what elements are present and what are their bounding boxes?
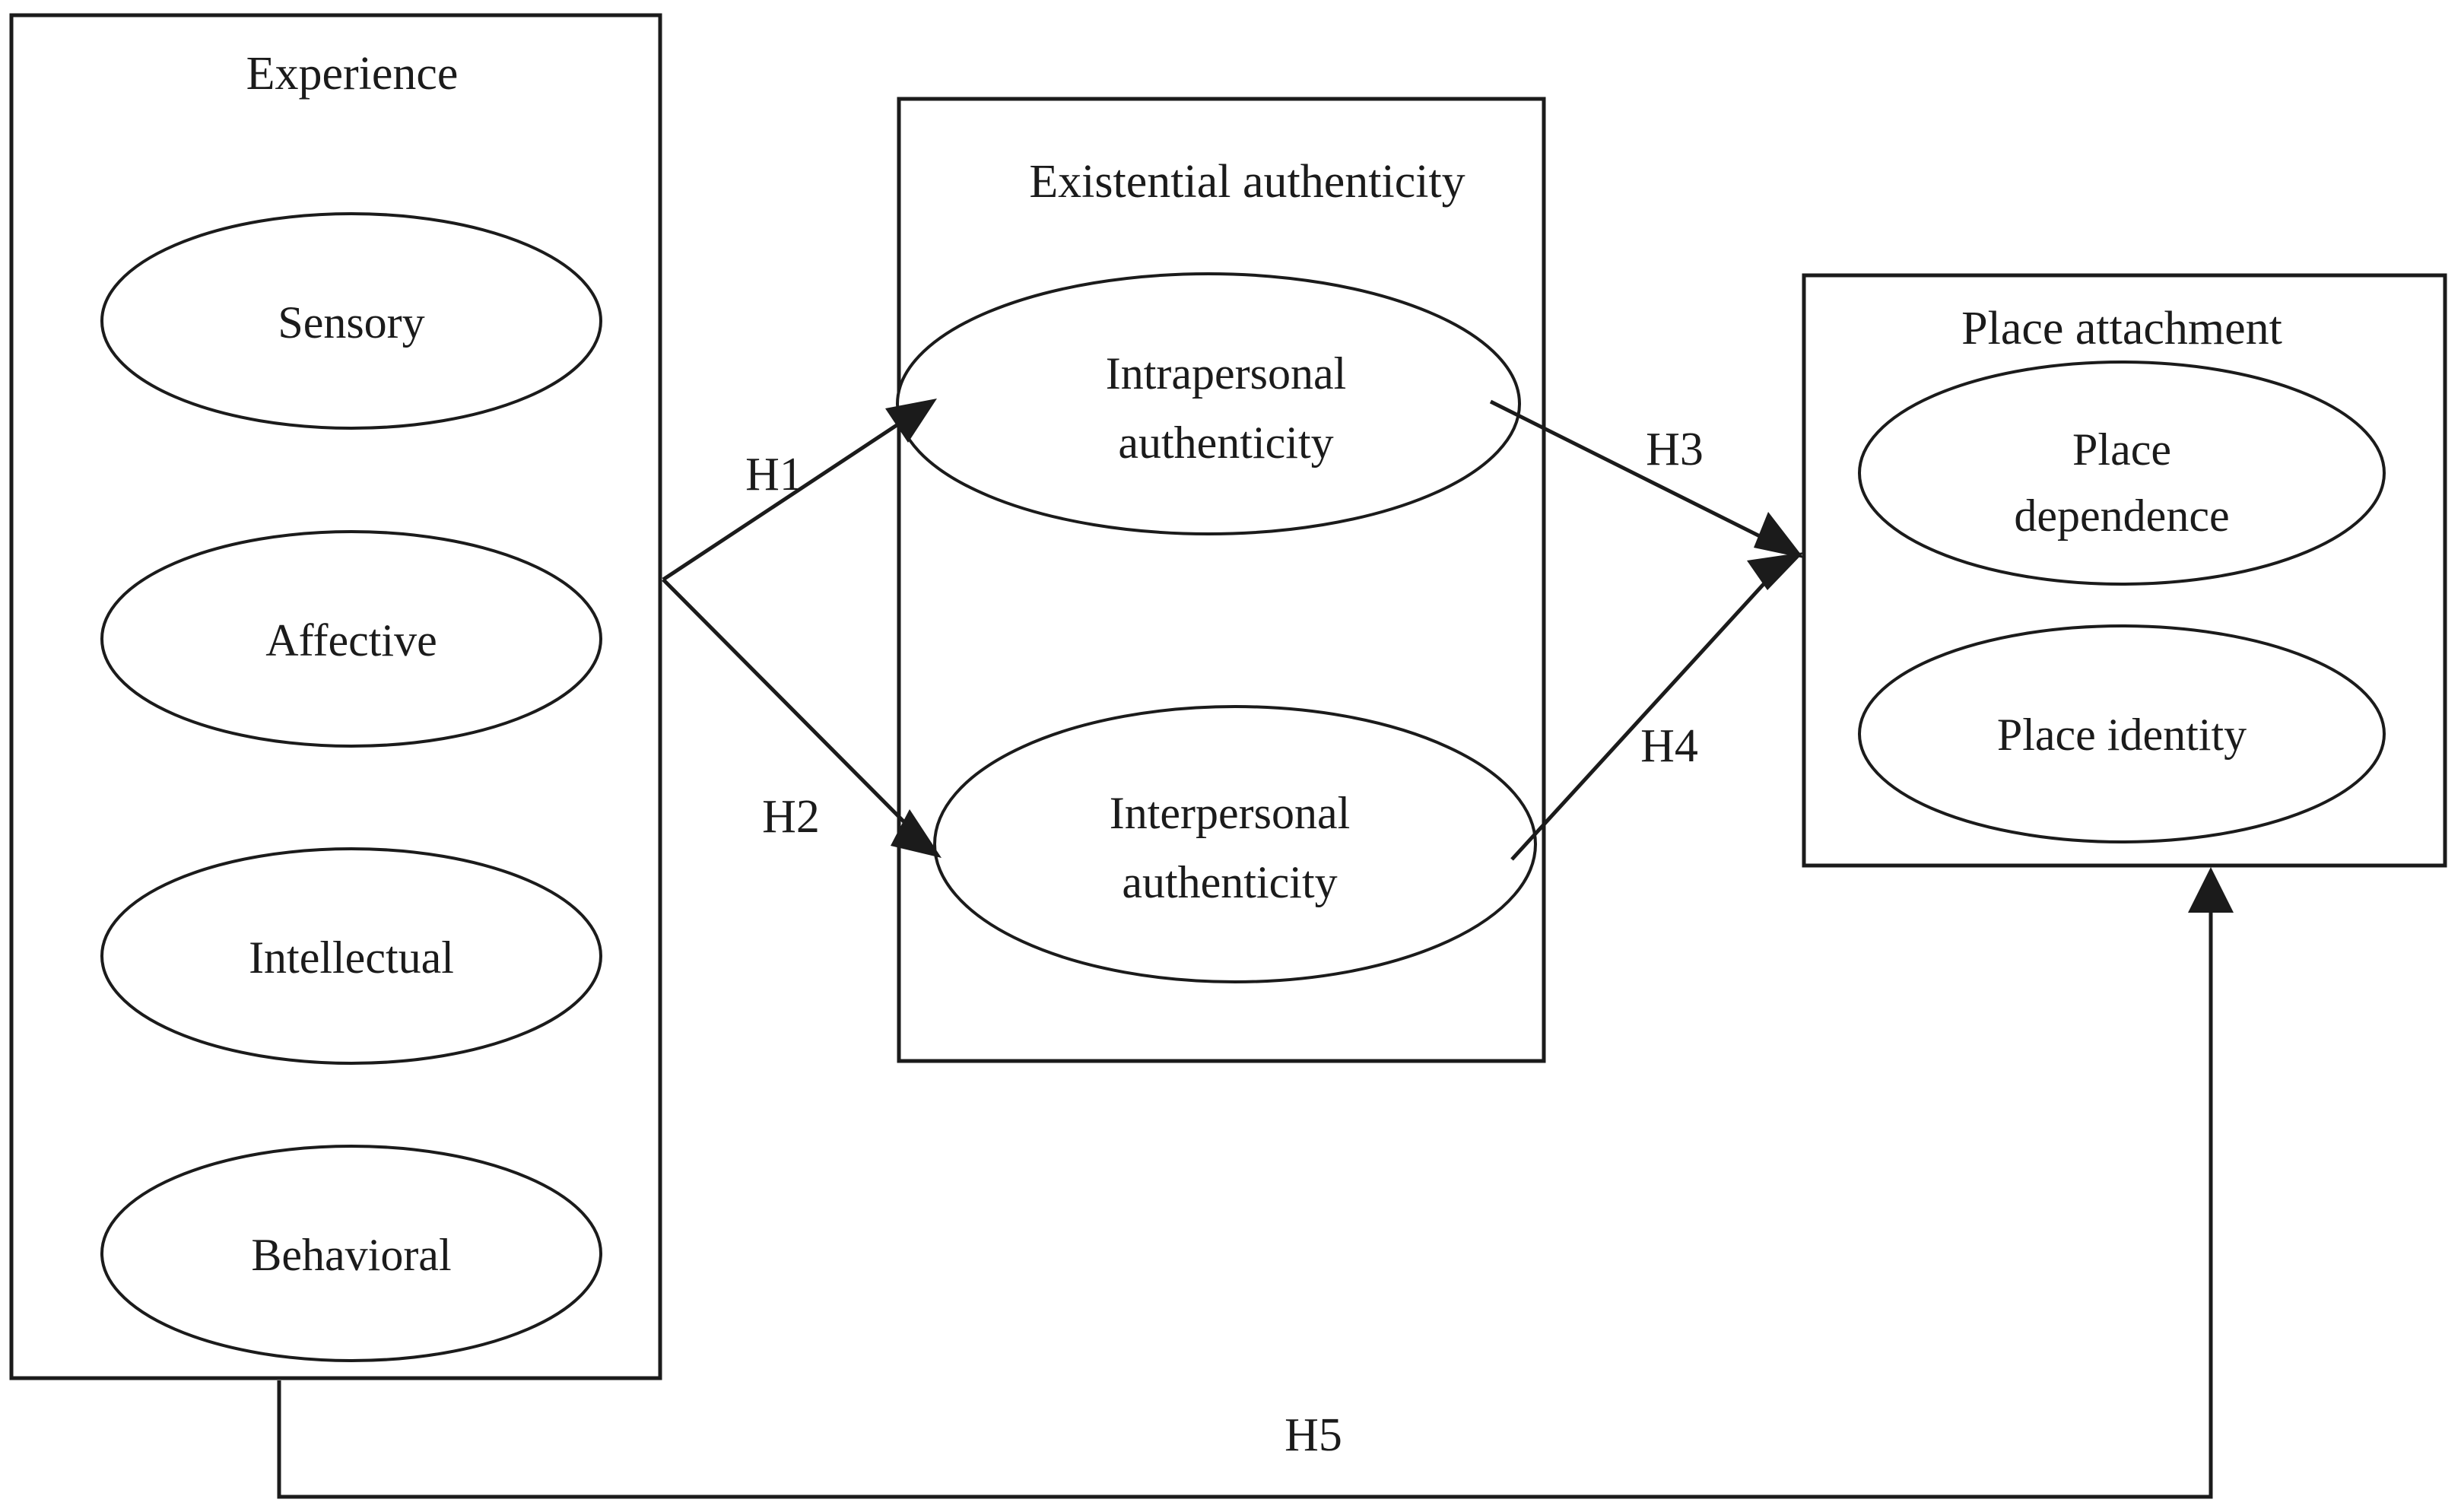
- node-interpersonal-authenticity: Interpersonal authenticity: [933, 705, 1537, 983]
- affective-ellipse: [100, 530, 602, 748]
- h3-line: [1489, 399, 1781, 548]
- interpersonal-label-line2: authenticity: [1122, 857, 1337, 907]
- arrow-h1: H1: [662, 399, 937, 582]
- h5-arrowhead: [2188, 867, 2234, 913]
- h3-label: H3: [1646, 424, 1704, 475]
- node-affective: Affective: [100, 530, 602, 748]
- group-experience: Experience Sensory Affective Intellectua…: [9, 13, 662, 1380]
- h4-label: H4: [1640, 720, 1698, 772]
- affective-label: Affective: [265, 615, 437, 665]
- h2-label: H2: [762, 791, 820, 843]
- intellectual-label: Intellectual: [249, 932, 454, 983]
- place-identity-ellipse: [1858, 624, 2386, 843]
- h4-arrowhead: [1747, 552, 1804, 590]
- node-sensory: Sensory: [100, 212, 602, 430]
- intrapersonal-ellipse: [896, 272, 1521, 535]
- h2-line: [662, 578, 923, 841]
- interpersonal-ellipse: [933, 705, 1537, 983]
- sensory-ellipse: [100, 212, 602, 430]
- arrow-h2: H2: [662, 578, 942, 858]
- group-existential-authenticity: Existential authenticity Intrapersonal a…: [896, 97, 1546, 1063]
- place-dependence-label-line1: Place: [2072, 424, 2171, 475]
- node-intellectual: Intellectual: [100, 847, 602, 1065]
- h4-line: [1510, 565, 1781, 861]
- h1-label: H1: [745, 449, 803, 500]
- h2-arrowhead: [891, 809, 942, 858]
- intrapersonal-label-line2: authenticity: [1118, 418, 1333, 468]
- place-attachment-title: Place attachment: [1961, 303, 2282, 354]
- existential-authenticity-title: Existential authenticity: [1029, 156, 1465, 208]
- intellectual-ellipse: [100, 847, 602, 1065]
- sensory-label: Sensory: [278, 297, 424, 348]
- h1-arrowhead: [885, 399, 937, 443]
- place-dependence-label-line2: dependence: [2014, 491, 2229, 541]
- behavioral-ellipse: [100, 1145, 602, 1362]
- node-place-identity: Place identity: [1858, 624, 2386, 843]
- node-place-dependence: Place dependence: [1858, 361, 2386, 586]
- arrow-h3: H3: [1489, 399, 1804, 558]
- place-attachment-box: [1802, 273, 2447, 868]
- group-place-attachment: Place attachment Place dependence Place …: [1802, 273, 2447, 868]
- place-dependence-ellipse: [1858, 361, 2386, 586]
- place-identity-label: Place identity: [1997, 710, 2247, 760]
- arrow-h4: H4: [1510, 552, 1804, 861]
- interpersonal-label-line1: Interpersonal: [1110, 788, 1351, 838]
- node-intrapersonal-authenticity: Intrapersonal authenticity: [896, 272, 1521, 535]
- experience-box: [9, 13, 662, 1380]
- node-behavioral: Behavioral: [100, 1145, 602, 1362]
- arrow-h5: H5: [277, 867, 2234, 1499]
- h1-line: [662, 407, 922, 582]
- existential-authenticity-box: [897, 97, 1546, 1063]
- h5-line: [277, 902, 2213, 1499]
- experience-title: Experience: [246, 48, 459, 100]
- intrapersonal-label-line1: Intrapersonal: [1106, 348, 1347, 399]
- behavioral-label: Behavioral: [251, 1230, 451, 1280]
- h3-arrowhead: [1754, 512, 1804, 558]
- h5-label: H5: [1284, 1409, 1342, 1461]
